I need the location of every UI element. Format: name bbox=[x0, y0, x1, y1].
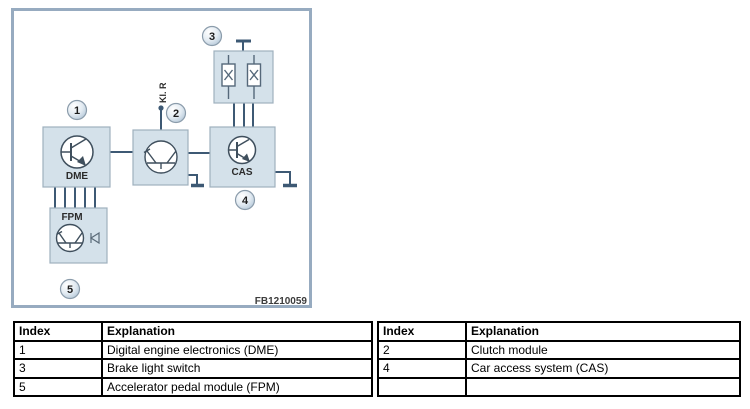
explanation-cell: Clutch module bbox=[465, 339, 741, 360]
explanation-header: Explanation bbox=[465, 321, 741, 342]
badge-4: 4 bbox=[234, 189, 256, 211]
table-header-row: Index Explanation bbox=[13, 321, 373, 342]
explanation-cell: Digital engine electronics (DME) bbox=[101, 339, 373, 360]
badge-1-number: 1 bbox=[74, 105, 80, 117]
table-row: 1 Digital engine electronics (DME) bbox=[13, 339, 373, 360]
cas-ground-lead bbox=[275, 171, 291, 184]
wire-fuse-cas-bus bbox=[233, 103, 254, 127]
legend-table-right: Index Explanation 2 Clutch module 4 Car … bbox=[377, 321, 741, 397]
fpm-potentiometer-icon bbox=[89, 231, 100, 245]
brake-light-switch-box bbox=[213, 50, 274, 104]
explanation-cell: Accelerator pedal module (FPM) bbox=[101, 376, 373, 397]
cas-label: CAS bbox=[231, 167, 252, 178]
clutch-switch-icon bbox=[143, 140, 178, 174]
fuse-symbols bbox=[221, 55, 262, 99]
table-row bbox=[377, 376, 741, 397]
index-header: Index bbox=[377, 321, 467, 342]
clutch-ground-lead bbox=[188, 174, 198, 184]
table-row: 4 Car access system (CAS) bbox=[377, 358, 741, 379]
table-row: 2 Clutch module bbox=[377, 339, 741, 360]
wiring-lines bbox=[54, 39, 297, 208]
badge-5-number: 5 bbox=[67, 284, 73, 296]
kl-r-node-dot bbox=[158, 105, 164, 111]
dme-transistor-icon bbox=[60, 135, 94, 169]
table-row: 3 Brake light switch bbox=[13, 358, 373, 379]
index-cell: 4 bbox=[377, 358, 467, 379]
legend-table-left: Index Explanation 1 Digital engine elect… bbox=[13, 321, 373, 397]
badge-4-number: 4 bbox=[242, 195, 249, 207]
badge-3: 3 bbox=[201, 25, 223, 47]
table-header-row: Index Explanation bbox=[377, 321, 741, 342]
index-cell: 1 bbox=[13, 339, 103, 360]
index-header: Index bbox=[13, 321, 103, 342]
fpm-pedal-icon bbox=[55, 223, 85, 253]
badge-3-number: 3 bbox=[209, 31, 215, 43]
explanation-cell bbox=[465, 376, 741, 397]
index-cell: 3 bbox=[13, 358, 103, 379]
fpm-label: FPM bbox=[61, 212, 82, 223]
wire-dme-fpm-bus bbox=[54, 187, 96, 208]
index-badges: 1 2 3 4 5 bbox=[59, 25, 256, 300]
badge-2-number: 2 bbox=[173, 108, 179, 120]
explanation-header: Explanation bbox=[101, 321, 373, 342]
index-cell: 5 bbox=[13, 376, 103, 397]
dme-label: DME bbox=[66, 171, 89, 182]
badge-2: 2 bbox=[165, 102, 187, 124]
system-diagram: 1 2 3 4 5 DME CAS FPM Kl. R FB1210059 bbox=[11, 8, 312, 308]
diagram-canvas: 1 2 3 4 5 DME CAS FPM Kl. R FB1210059 bbox=[42, 25, 308, 305]
index-cell bbox=[377, 376, 467, 397]
kl-r-terminal-label: Kl. R bbox=[158, 82, 168, 103]
explanation-cell: Car access system (CAS) bbox=[465, 358, 741, 379]
badge-5: 5 bbox=[59, 278, 81, 300]
cas-transistor-icon bbox=[227, 135, 257, 165]
index-cell: 2 bbox=[377, 339, 467, 360]
legend-tables: Index Explanation 1 Digital engine elect… bbox=[13, 321, 743, 397]
figure-code: FB1210059 bbox=[255, 296, 308, 305]
table-row: 5 Accelerator pedal module (FPM) bbox=[13, 376, 373, 397]
badge-1: 1 bbox=[66, 99, 88, 121]
explanation-cell: Brake light switch bbox=[101, 358, 373, 379]
